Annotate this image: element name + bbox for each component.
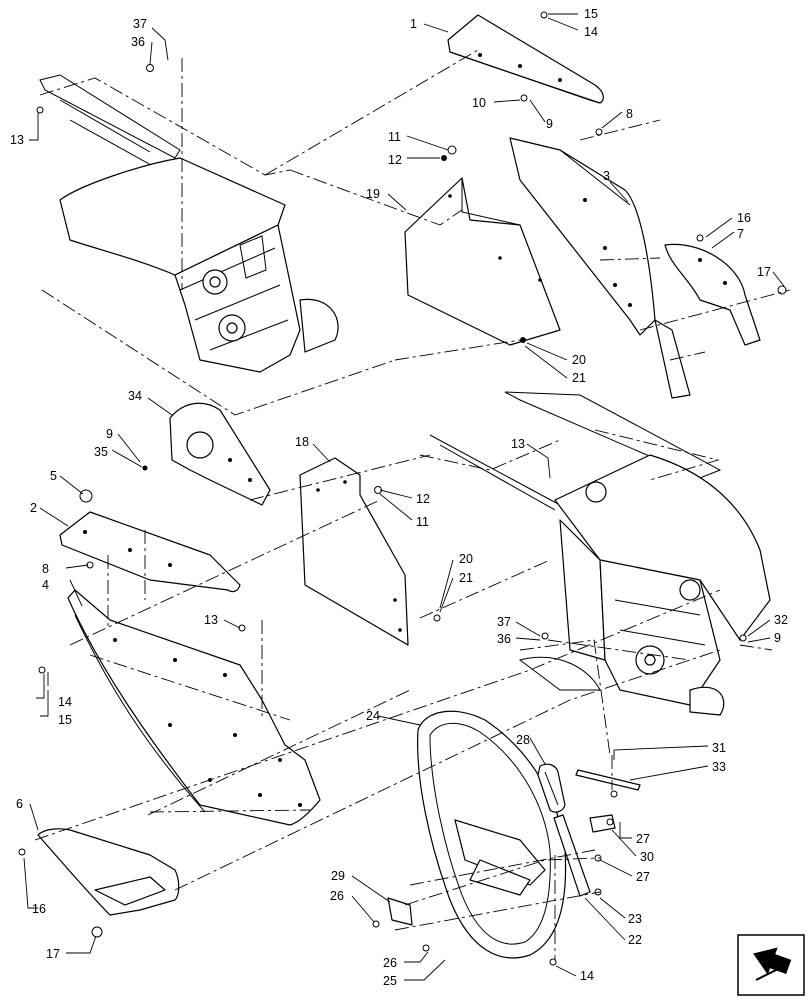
callout-27: 27 (636, 832, 650, 846)
part-19-plate (404, 177, 561, 346)
callout-37: 37 (497, 615, 511, 629)
callout-14: 14 (580, 969, 594, 983)
callout-9: 9 (106, 427, 113, 441)
callout-labels: 37 36 13 1 15 14 10 9 8 11 12 19 3 16 7 … (10, 7, 788, 988)
callout-12: 12 (416, 492, 430, 506)
assembly-lines (34, 49, 791, 960)
part-7-bracket (664, 243, 761, 346)
callout-7: 7 (737, 227, 744, 241)
upper-frame-assembly (39, 74, 339, 373)
callout-20: 20 (459, 552, 473, 566)
callout-14: 14 (58, 695, 72, 709)
part-24-access-door (417, 710, 567, 959)
callout-1: 1 (410, 17, 417, 31)
callout-17: 17 (757, 265, 771, 279)
callout-30: 30 (640, 850, 654, 864)
callout-8: 8 (42, 562, 49, 576)
callout-15: 15 (58, 713, 72, 727)
callout-36: 36 (131, 35, 145, 49)
callout-34: 34 (128, 389, 142, 403)
callout-28: 28 (516, 733, 530, 747)
callout-17: 17 (46, 947, 60, 961)
right-frame-assembly (429, 391, 771, 716)
callout-9: 9 (546, 117, 553, 131)
callout-27: 27 (636, 870, 650, 884)
leader-lines (23, 13, 785, 981)
callout-18: 18 (295, 435, 309, 449)
callout-14: 14 (584, 25, 598, 39)
fasteners (18, 11, 787, 966)
part-22-hinge (553, 814, 591, 897)
callout-21: 21 (572, 371, 586, 385)
callout-4: 4 (42, 578, 49, 592)
callout-5: 5 (50, 469, 57, 483)
callout-33: 33 (712, 760, 726, 774)
part-18-plate (299, 457, 409, 646)
part-28-handle (537, 763, 566, 813)
callout-20: 20 (572, 353, 586, 367)
callout-13: 13 (204, 613, 218, 627)
callout-11: 11 (416, 515, 429, 529)
callout-19: 19 (366, 187, 380, 201)
callout-26: 26 (383, 956, 397, 970)
callout-23: 23 (628, 912, 642, 926)
callout-21: 21 (459, 571, 473, 585)
part-4-large-side-panel (67, 589, 321, 826)
callout-25: 25 (383, 974, 397, 988)
part-2-upper-cover (59, 511, 241, 593)
callout-15: 15 (584, 7, 598, 21)
callout-37: 37 (133, 17, 147, 31)
part-34-sprocket-guard (169, 402, 271, 506)
next-page-arrow-icon[interactable] (737, 934, 805, 996)
callout-35: 35 (94, 445, 108, 459)
callout-29: 29 (331, 869, 345, 883)
callout-12: 12 (388, 153, 402, 167)
part-6-lower-guard (37, 828, 180, 916)
callout-2: 2 (30, 501, 37, 515)
callout-36: 36 (497, 632, 511, 646)
callout-22: 22 (628, 933, 642, 947)
callout-10: 10 (472, 96, 486, 110)
part-29-bracket (387, 897, 413, 926)
callout-8: 8 (626, 107, 633, 121)
callout-11: 11 (388, 130, 401, 144)
callout-3: 3 (603, 169, 610, 183)
callout-13: 13 (511, 437, 525, 451)
callout-32: 32 (774, 613, 788, 627)
callout-16: 16 (737, 211, 751, 225)
callout-6: 6 (16, 797, 23, 811)
part-1-top-cover (447, 14, 604, 104)
callout-24: 24 (366, 709, 380, 723)
callout-9: 9 (774, 631, 781, 645)
callout-16: 16 (32, 902, 46, 916)
callout-26: 26 (330, 889, 344, 903)
part-31-rod (575, 769, 641, 791)
callout-31: 31 (712, 741, 726, 755)
callout-13: 13 (10, 133, 24, 147)
